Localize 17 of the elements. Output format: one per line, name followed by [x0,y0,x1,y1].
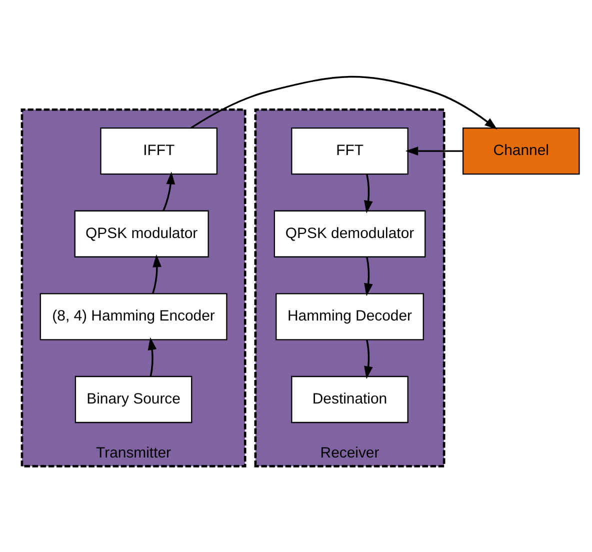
node-box: IFFT [100,127,218,175]
arrow [162,172,176,212]
arrow [190,76,498,130]
arrow [148,337,157,377]
arrow [364,256,373,296]
arrow [364,340,373,379]
node-box: QPSK demodulator [274,210,426,258]
node-box: (8, 4) Hamming Encoder [40,293,228,340]
node-box: Destination [291,376,408,424]
node-box: FFT [291,127,408,175]
node-box: Binary Source [74,376,192,424]
arrow [152,254,162,294]
arrow [364,174,373,214]
node-box: Hamming Decoder [276,293,424,340]
node-box: QPSK modulator [74,210,209,258]
node-box: Channel [462,127,580,175]
arrow [405,146,463,156]
